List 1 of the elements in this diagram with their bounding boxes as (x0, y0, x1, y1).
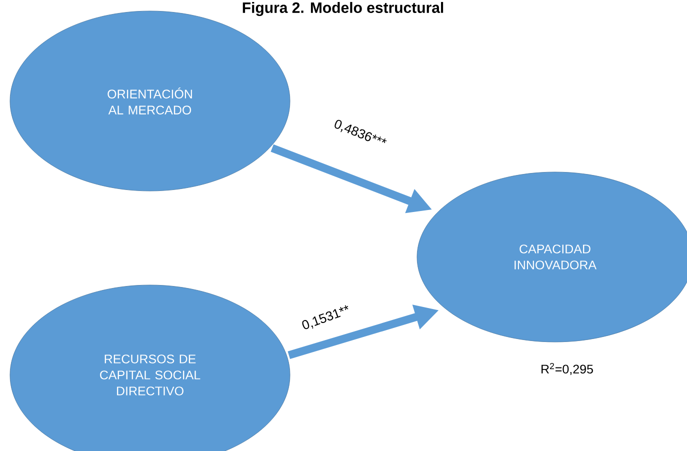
r-squared-label: R$^{2}$=0,295 (542, 362, 593, 376)
